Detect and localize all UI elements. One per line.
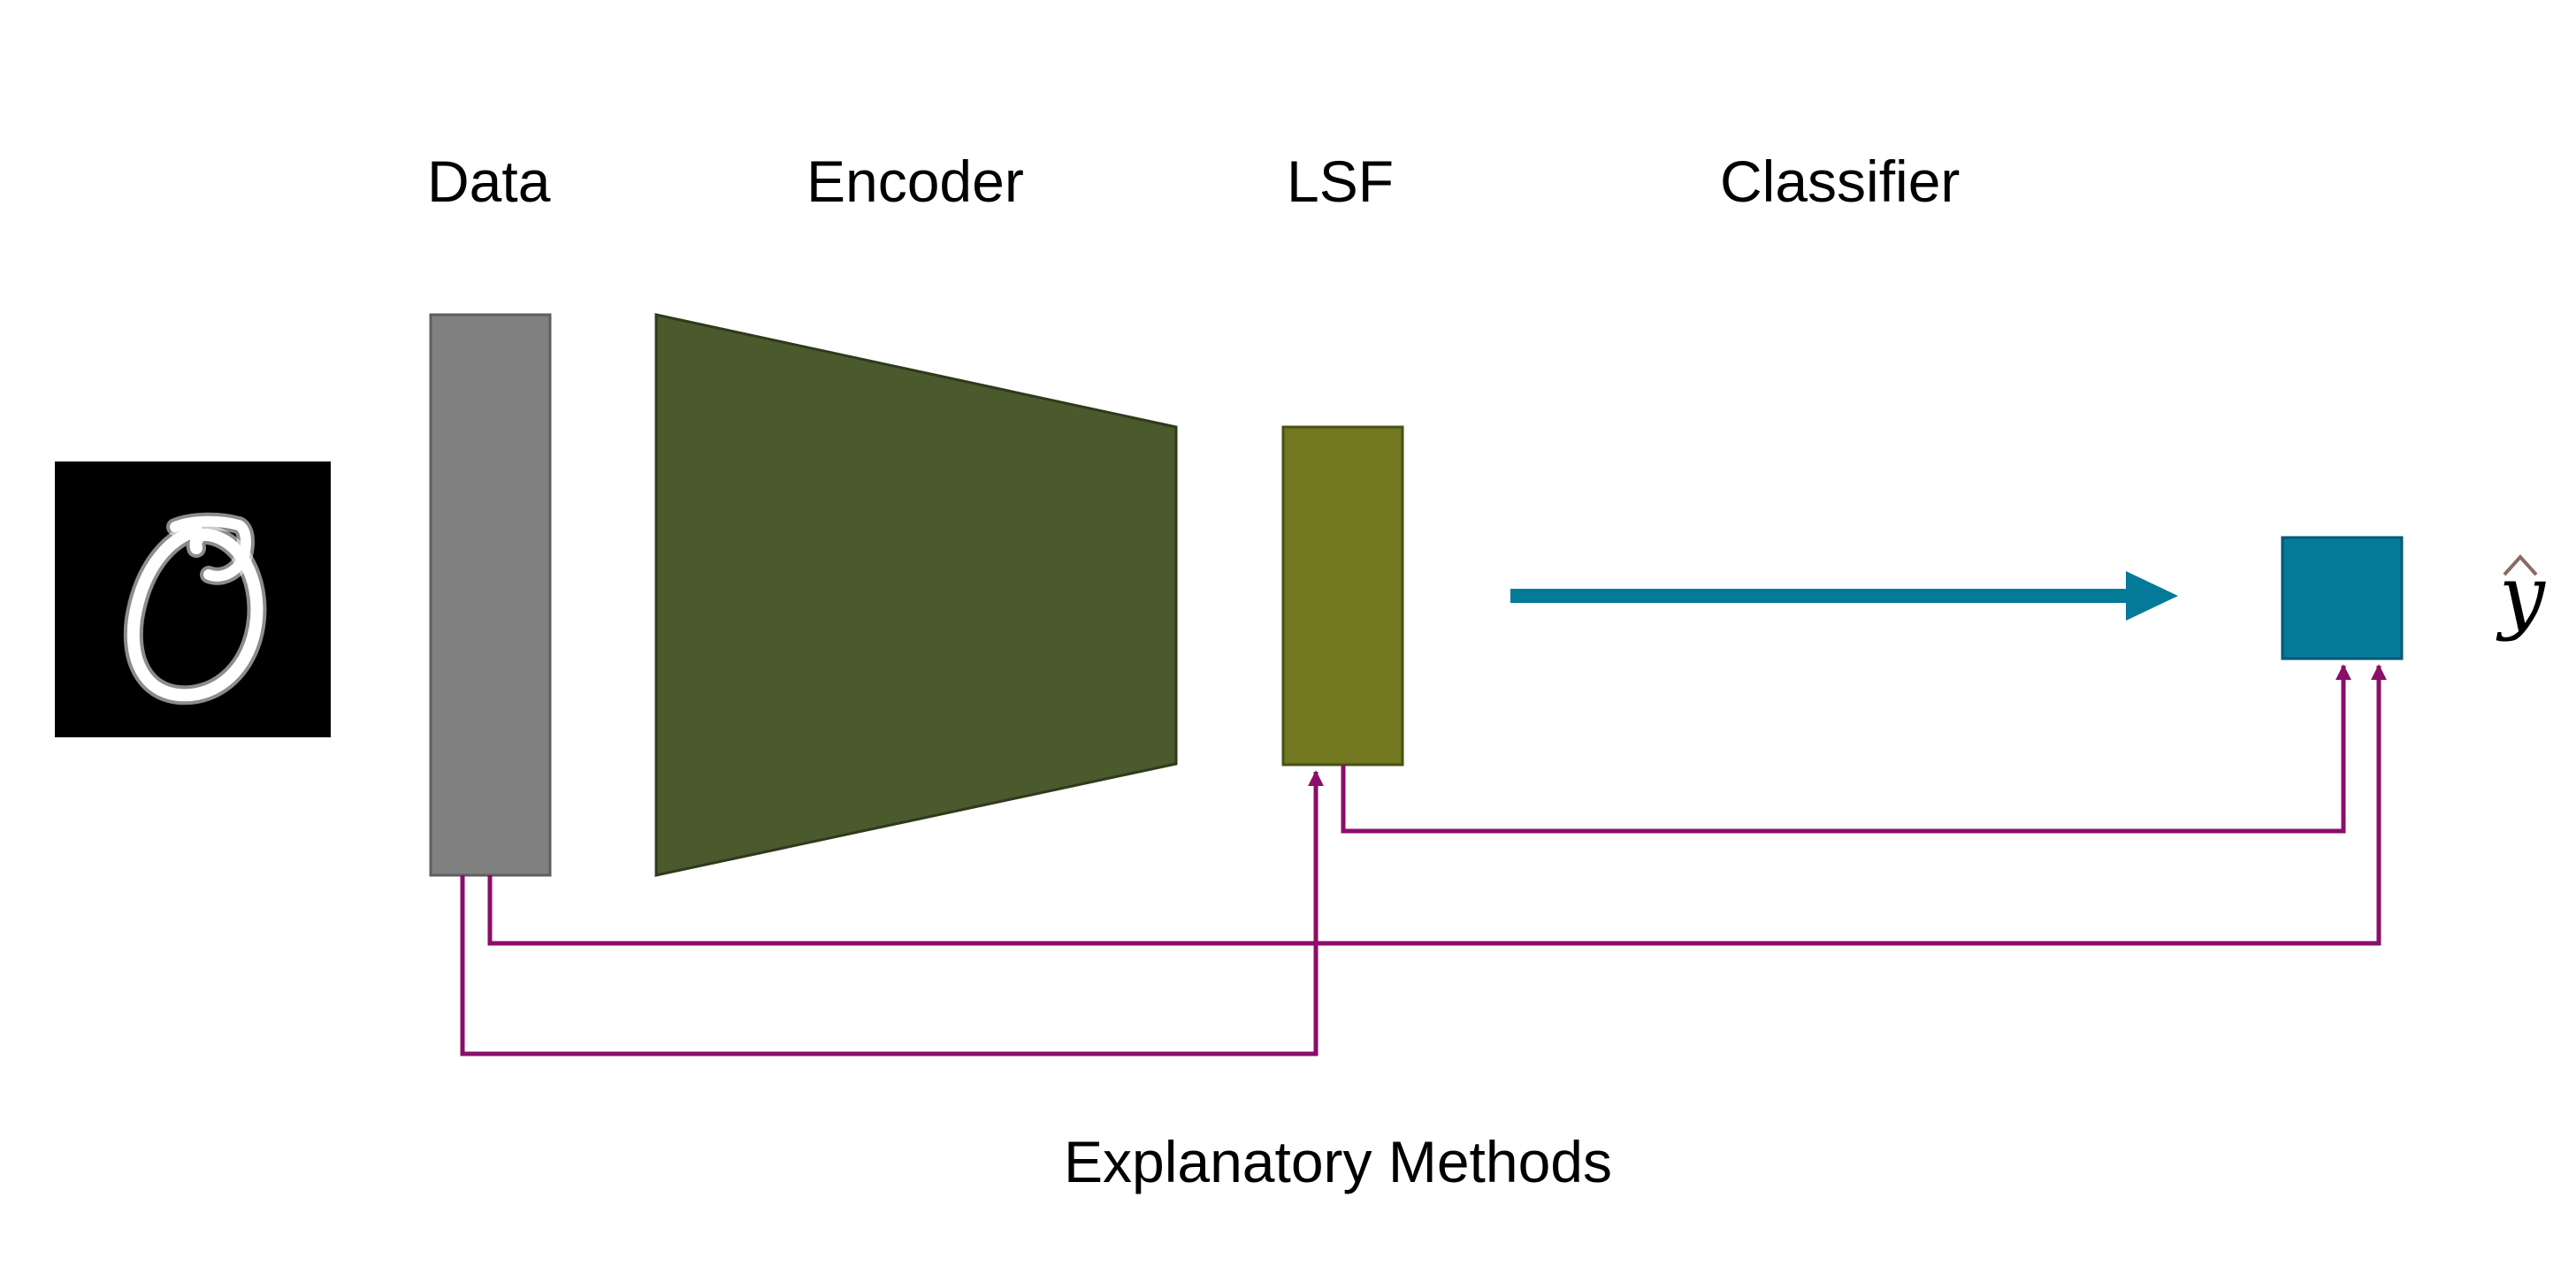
data-label: Data bbox=[427, 149, 551, 214]
explanation-connectors bbox=[460, 664, 2387, 1056]
explanatory-methods-label: Explanatory Methods bbox=[1064, 1129, 1612, 1194]
output-symbol: y bbox=[2496, 548, 2546, 643]
connector-lsf-to-output bbox=[1341, 664, 2351, 834]
encoder-label: Encoder bbox=[806, 149, 1024, 214]
hat-accent bbox=[2503, 554, 2538, 576]
input-digit-image bbox=[55, 461, 331, 737]
data-block bbox=[429, 313, 552, 877]
output-block bbox=[2281, 536, 2404, 660]
lsf-block bbox=[1281, 425, 1404, 766]
encoder-block bbox=[654, 313, 1178, 877]
y-hat-letter: y bbox=[2496, 548, 2546, 643]
classifier-arrow bbox=[1510, 571, 2178, 621]
connector-data-to-output bbox=[487, 664, 2387, 946]
connector-data-to-lsf bbox=[460, 770, 1324, 1056]
classifier-label: Classifier bbox=[1720, 149, 1960, 214]
lsf-label: LSF bbox=[1287, 149, 1394, 214]
